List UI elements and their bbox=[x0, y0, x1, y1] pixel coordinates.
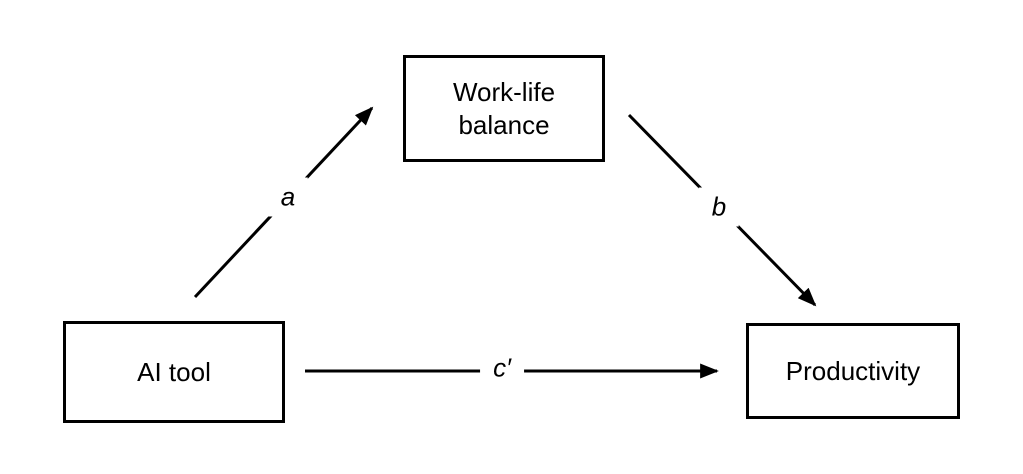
node-work-life-balance: Work-life balance bbox=[403, 55, 605, 162]
node-ai-tool: AI tool bbox=[63, 321, 285, 423]
node-work-life-balance-label: Work-life balance bbox=[452, 77, 556, 140]
edge-label-a: a bbox=[267, 177, 309, 217]
edge-label-b: b bbox=[698, 187, 740, 227]
node-productivity: Productivity bbox=[746, 323, 960, 419]
node-productivity-label: Productivity bbox=[785, 355, 921, 386]
node-ai-tool-label: AI tool bbox=[137, 356, 211, 387]
edge-label-c-prime: c′ bbox=[480, 348, 524, 388]
